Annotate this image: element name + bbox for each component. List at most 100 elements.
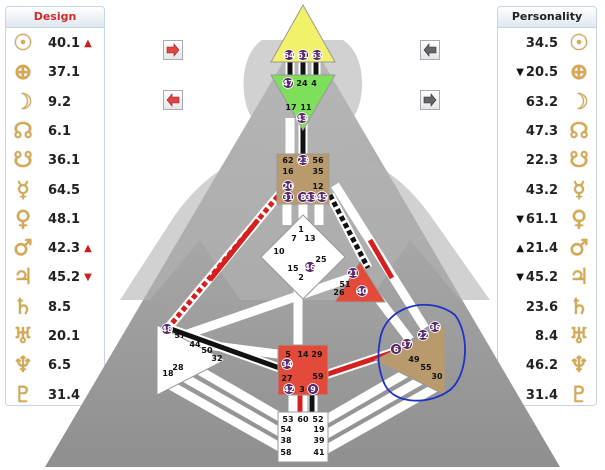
personality-back-button[interactable] <box>420 40 440 60</box>
gate-throat-label[interactable]: 12 <box>312 182 323 191</box>
personality-planet-row[interactable]: 8.4♅ <box>498 322 596 351</box>
gate-spleen-label[interactable]: 32 <box>211 354 222 363</box>
gate-g-label[interactable]: 13 <box>304 234 315 243</box>
gate-throat-label[interactable]: 56 <box>312 156 324 165</box>
personality-planet-row[interactable]: ▼20.5⊕ <box>498 58 596 87</box>
gate-spleen-label[interactable]: 44 <box>189 340 201 349</box>
gate-root-label[interactable]: 60 <box>297 415 309 424</box>
gate-root-label[interactable]: 39 <box>313 436 325 445</box>
design-planet-row[interactable]: ⊕37.1 <box>6 58 108 87</box>
gate-g-label[interactable]: 15 <box>287 264 299 273</box>
personality-planet-row[interactable]: 23.6♄ <box>498 293 596 322</box>
gate-throat-label[interactable]: 31 <box>282 193 294 202</box>
gate-spleen-label[interactable]: 18 <box>162 369 174 378</box>
gate-throat-label[interactable]: 23 <box>297 156 308 165</box>
gate-sacral-label[interactable]: 5 <box>285 350 291 359</box>
pluto-icon: ♇ <box>13 382 33 408</box>
design-planet-row[interactable]: ♀48.1 <box>6 205 108 234</box>
gate-spleen-label[interactable]: 48 <box>161 325 173 334</box>
gate-spleen-label[interactable]: 50 <box>201 346 213 355</box>
design-back-button[interactable] <box>163 90 183 110</box>
gate-sacral-label[interactable]: 59 <box>312 372 324 381</box>
design-planet-row[interactable]: ♇ 31.4 <box>6 381 108 410</box>
gate-spleen-label[interactable]: 57 <box>174 331 185 340</box>
gate-sacral-label[interactable]: 3 <box>299 385 305 394</box>
personality-planet-row[interactable]: 22.3☋ <box>498 146 596 175</box>
gate-ajna-label[interactable]: 43 <box>296 114 307 123</box>
gate-throat-label[interactable]: 16 <box>282 167 294 176</box>
design-planet-row[interactable]: ☋36.1 <box>6 146 108 175</box>
design-planet-row[interactable]: ☊6.1 <box>6 117 108 146</box>
gate-root-label[interactable]: 52 <box>312 415 323 424</box>
design-planet-row[interactable]: ♄8.5 <box>6 293 108 322</box>
gate-solar-label[interactable]: 22 <box>417 331 428 340</box>
design-planet-row[interactable]: ♆6.5 <box>6 351 108 380</box>
gate-g-label[interactable]: 25 <box>315 255 327 264</box>
design-planet-row[interactable]: ☉40.1▲ <box>6 29 108 58</box>
gate-throat-label[interactable]: 35 <box>312 167 324 176</box>
planet-value: 48.1 <box>48 211 81 227</box>
gate-throat-label[interactable]: 33 <box>305 193 316 202</box>
gate-sacral-label[interactable]: 34 <box>281 360 293 369</box>
gate-root-label[interactable]: 41 <box>313 448 325 457</box>
personality-planet-row[interactable]: 46.2♆ <box>498 351 596 380</box>
design-planet-row[interactable]: ♅20.1 <box>6 322 108 351</box>
gate-g-label[interactable]: 46 <box>304 263 316 272</box>
personality-planet-row[interactable]: 31.4♇ <box>498 381 596 410</box>
gate-throat-label[interactable]: 20 <box>282 182 294 191</box>
gate-sacral-label[interactable]: 27 <box>281 374 292 383</box>
personality-planet-row[interactable]: ▼45.2♃ <box>498 263 596 292</box>
planet-value: 31.4 <box>48 387 81 403</box>
gate-root-label[interactable]: 53 <box>282 415 293 424</box>
design-planet-row[interactable]: ☽9.2 <box>6 88 108 117</box>
gate-ajna-label[interactable]: 4 <box>311 79 317 88</box>
gate-ego-label[interactable]: 26 <box>333 288 345 297</box>
design-planet-row[interactable]: ♃45.2▼ <box>6 263 108 292</box>
personality-planet-row[interactable]: 34.5☉ <box>498 29 596 58</box>
gate-g-label[interactable]: 10 <box>273 247 285 256</box>
gate-sacral-label[interactable]: 9 <box>310 385 316 394</box>
personality-planet-row[interactable]: ▲21.4♂ <box>498 234 596 263</box>
gate-sacral-label[interactable]: 42 <box>283 385 294 394</box>
personality-forward-button[interactable] <box>420 90 440 110</box>
gate-sacral-label[interactable]: 29 <box>311 350 323 359</box>
gate-g-label[interactable]: 7 <box>291 234 297 243</box>
personality-planet-row[interactable]: 43.2☿ <box>498 176 596 205</box>
gate-solar-label[interactable]: 30 <box>431 372 443 381</box>
gate-root-label[interactable]: 19 <box>313 425 325 434</box>
personality-planet-row[interactable]: ▼61.1♀ <box>498 205 596 234</box>
gate-head-label[interactable]: 64 <box>283 51 295 60</box>
gate-head-label[interactable]: 61 <box>297 51 309 60</box>
personality-planet-row[interactable]: 63.2☽ <box>498 88 596 117</box>
gate-ajna-label[interactable]: 11 <box>300 103 312 112</box>
gate-ego-label[interactable]: 40 <box>356 287 368 296</box>
gate-solar-label[interactable]: 37 <box>401 340 412 349</box>
gate-solar-label[interactable]: 55 <box>420 363 432 372</box>
planet-value: 45.2 <box>525 270 558 286</box>
design-planet-row[interactable]: ☿64.5 <box>6 176 108 205</box>
gate-throat-label[interactable]: 8 <box>300 193 306 202</box>
design-forward-button[interactable] <box>163 40 183 60</box>
gate-throat-label[interactable]: 62 <box>282 156 293 165</box>
gate-solar-label[interactable]: 6 <box>393 345 399 354</box>
gate-root-label[interactable]: 38 <box>280 436 292 445</box>
gate-throat-label[interactable]: 45 <box>316 193 328 202</box>
gate-root-label[interactable]: 58 <box>280 448 292 457</box>
gate-badge <box>281 358 293 370</box>
gate-root-label[interactable]: 54 <box>280 425 292 434</box>
gate-g-label[interactable]: 1 <box>298 225 304 234</box>
personality-planet-row[interactable]: 47.3☊ <box>498 117 596 146</box>
gate-ego-label[interactable]: 51 <box>339 280 351 289</box>
gate-ajna-label[interactable]: 24 <box>296 79 308 88</box>
gate-ajna-label[interactable]: 17 <box>285 103 296 112</box>
gate-solar-label[interactable]: 49 <box>408 355 420 364</box>
gate-ego-label[interactable]: 21 <box>347 269 359 278</box>
design-planet-row[interactable]: ♂42.3▲ <box>6 234 108 263</box>
gate-ajna-label[interactable]: 47 <box>282 79 293 88</box>
gate-head-label[interactable]: 63 <box>311 51 322 60</box>
gate-g-label[interactable]: 2 <box>298 273 304 282</box>
planet-value: 31.4 <box>525 387 558 403</box>
gate-sacral-label[interactable]: 14 <box>297 350 309 359</box>
gate-spleen-label[interactable]: 28 <box>172 363 184 372</box>
gate-solar-label[interactable]: 36 <box>429 323 441 332</box>
